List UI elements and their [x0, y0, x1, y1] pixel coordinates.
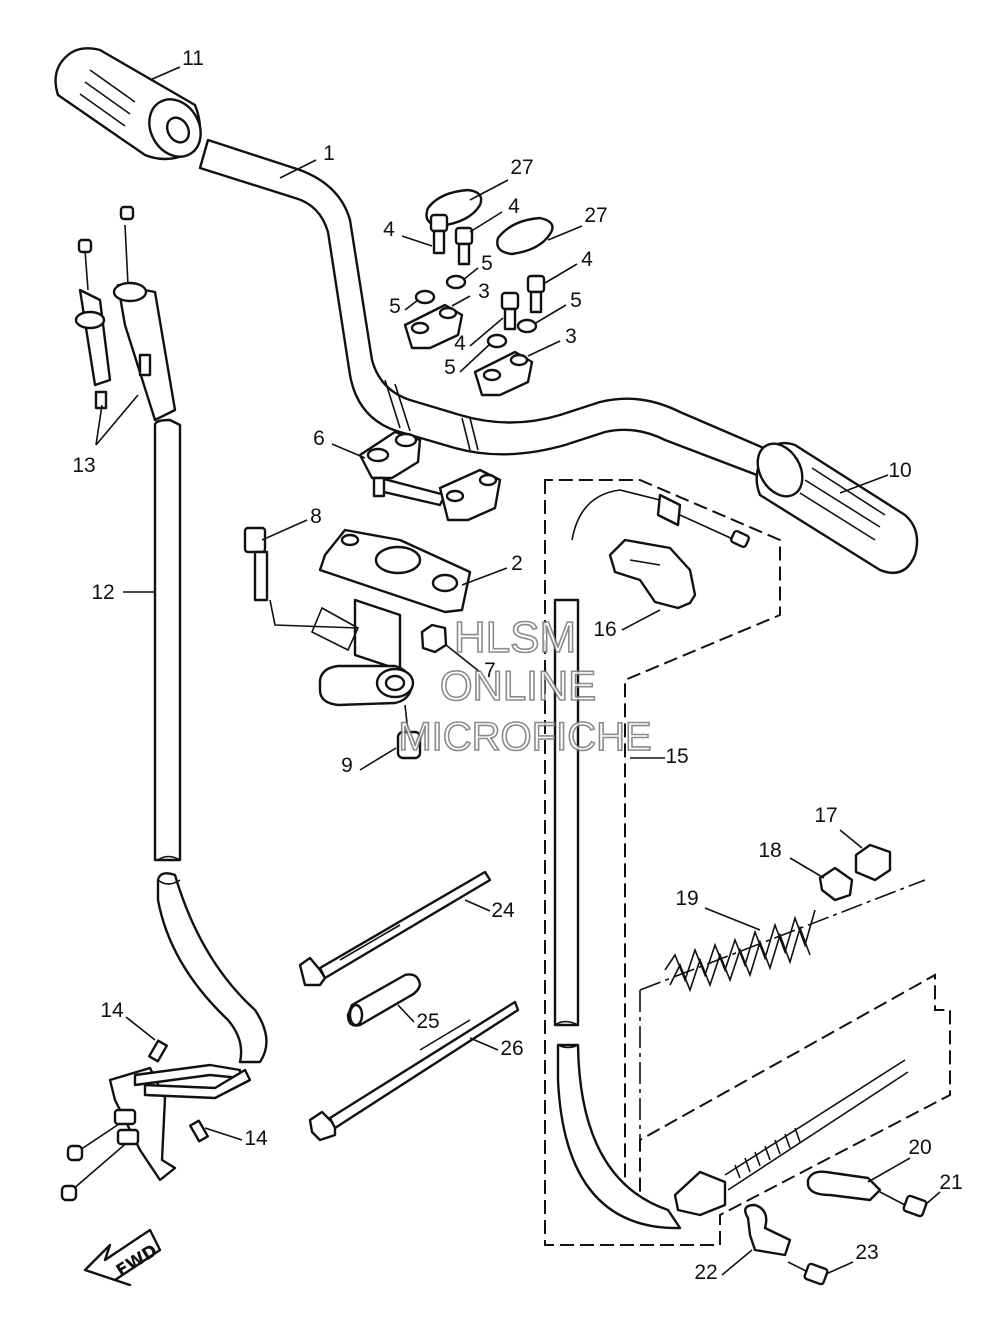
- bolt-14-b[interactable]: [188, 1119, 210, 1143]
- bolt-4-a[interactable]: [429, 213, 449, 255]
- callout-c15: 15: [665, 745, 688, 768]
- collar-18[interactable]: [818, 866, 854, 902]
- callout-c7: 7: [484, 659, 496, 682]
- callout-c27a: 27: [510, 156, 533, 179]
- choke-cable-assembly[interactable]: [544, 479, 951, 1246]
- callout-c5c: 5: [570, 289, 582, 312]
- bolt-4-c[interactable]: [526, 274, 546, 314]
- callout-c13: 13: [72, 454, 95, 477]
- clamp-20[interactable]: [806, 1170, 882, 1202]
- callout-c24: 24: [491, 899, 515, 922]
- callout-c5d: 5: [444, 356, 456, 379]
- callout-c19: 19: [675, 887, 698, 910]
- bolt-23[interactable]: [787, 1261, 829, 1286]
- watermark-line-2: ONLINE: [440, 662, 596, 709]
- nut-17[interactable]: [854, 843, 892, 882]
- lower-holder[interactable]: [358, 430, 447, 507]
- callout-c21: 21: [939, 1171, 962, 1194]
- callout-c16: 16: [593, 618, 616, 641]
- callout-c5a: 5: [481, 252, 493, 275]
- washer-5-b[interactable]: [445, 274, 467, 290]
- callout-c14a: 14: [100, 999, 124, 1022]
- callout-c22: 22: [694, 1261, 717, 1284]
- callout-c1: 1: [323, 142, 335, 165]
- leader-lines: [95, 66, 941, 1276]
- callout-c6: 6: [313, 427, 325, 450]
- bolt-14-a[interactable]: [147, 1039, 169, 1063]
- spring-19[interactable]: [664, 909, 816, 993]
- callout-c3b: 3: [565, 325, 577, 348]
- protector-tube-25[interactable]: [346, 973, 422, 1027]
- callout-c20: 20: [908, 1136, 931, 1159]
- callout-c3a: 3: [478, 280, 490, 303]
- bolt-4-b[interactable]: [454, 226, 474, 266]
- clip-22[interactable]: [744, 1203, 792, 1257]
- callout-c4a: 4: [383, 218, 395, 241]
- callout-c8: 8: [310, 505, 322, 528]
- callout-c25: 25: [416, 1010, 439, 1033]
- washer-5-a[interactable]: [414, 289, 436, 305]
- callout-c4c: 4: [581, 248, 593, 271]
- throttle-cable[interactable]: [74, 205, 268, 1064]
- callout-c5b: 5: [389, 295, 401, 318]
- callout-c14b: 14: [244, 1127, 268, 1150]
- handlebar[interactable]: [198, 138, 782, 482]
- nut-7[interactable]: [420, 623, 448, 654]
- left-grip[interactable]: [54, 47, 211, 166]
- choke-inner-cable[interactable]: [673, 1059, 909, 1217]
- bolt-4-d[interactable]: [500, 291, 520, 331]
- callout-c10: 10: [888, 459, 911, 482]
- callout-c23: 23: [855, 1241, 878, 1264]
- watermark-line-3: MICROFICHE: [398, 715, 651, 759]
- choke-lever-16[interactable]: [608, 538, 697, 610]
- callout-c18: 18: [758, 839, 781, 862]
- cable-tie-26[interactable]: [308, 1000, 520, 1142]
- washer-5-c[interactable]: [516, 318, 538, 334]
- upper-holder-a[interactable]: [403, 303, 464, 350]
- upper-holder-b[interactable]: [473, 350, 534, 397]
- callout-c27b: 27: [584, 204, 607, 227]
- callout-c2: 2: [511, 552, 523, 575]
- callout-c26: 26: [500, 1037, 523, 1060]
- callout-c9: 9: [341, 754, 353, 777]
- bolt-21[interactable]: [879, 1191, 928, 1218]
- fwd-arrow: FWD: [83, 1228, 162, 1287]
- right-grip[interactable]: [749, 436, 919, 575]
- handlebar-pad-lower[interactable]: [496, 216, 554, 256]
- washer-5-d[interactable]: [486, 333, 508, 349]
- callout-c12: 12: [91, 581, 114, 604]
- callout-c4d: 4: [454, 332, 466, 355]
- callout-c11: 11: [182, 47, 204, 70]
- bolt-8[interactable]: [243, 526, 359, 629]
- cable-bracket[interactable]: [60, 1063, 252, 1202]
- callout-c17: 17: [814, 804, 837, 827]
- watermark: HLSM ONLINE MICROFICHE: [398, 612, 653, 760]
- watermark-line-1: HLSM: [454, 613, 576, 662]
- collar-9[interactable]: [396, 704, 422, 760]
- callout-c4b: 4: [508, 195, 520, 218]
- steering-bracket[interactable]: [310, 468, 502, 707]
- cable-tie-24[interactable]: [298, 870, 492, 987]
